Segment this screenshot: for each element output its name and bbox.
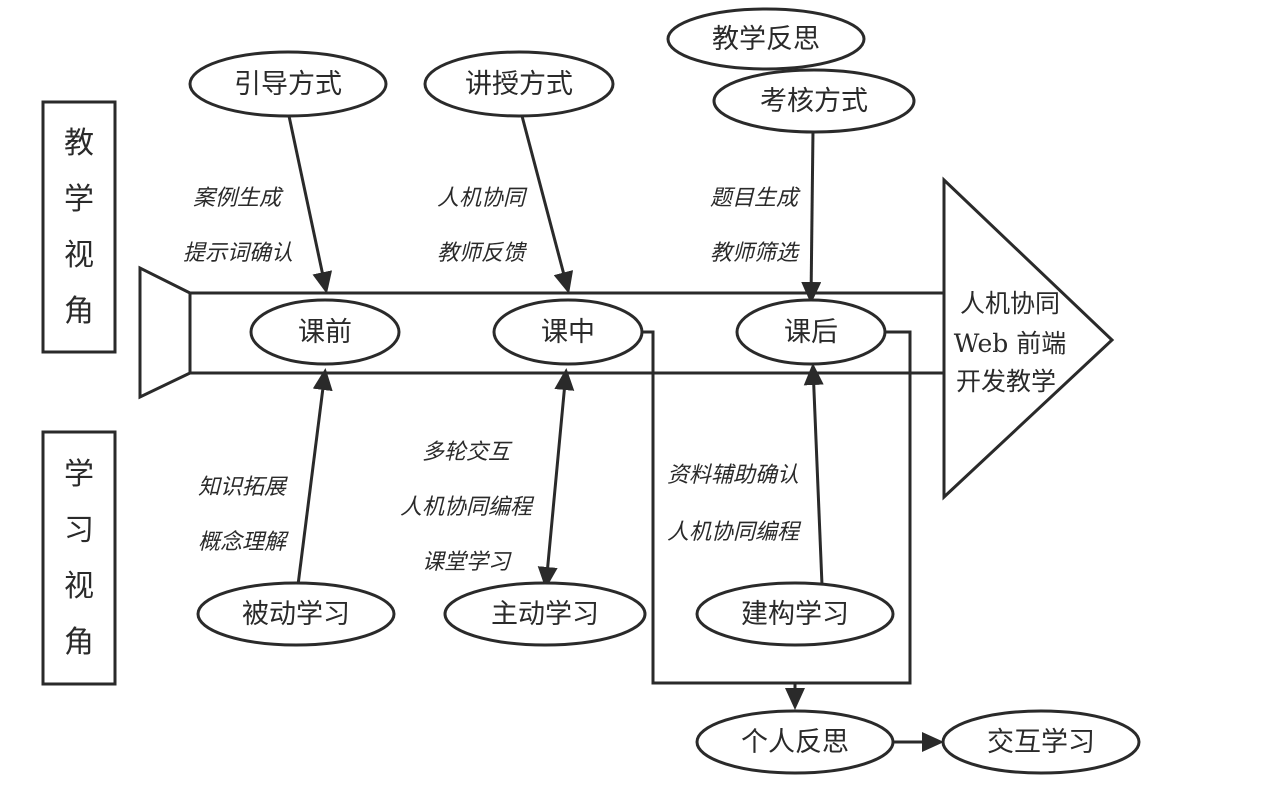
constructive-learning-node: 建构学习 — [695, 581, 895, 647]
svg-text:课后: 课后 — [784, 317, 838, 348]
teaching-reflection-node: 教学反思 — [666, 7, 866, 71]
learning-perspective-box: 学 习 视 角 — [41, 430, 117, 686]
in-class-node: 课中 — [492, 298, 644, 366]
edge-label: 资料辅助确认 — [667, 463, 799, 488]
svg-text:被动学习: 被动学习 — [242, 599, 350, 630]
guide-method-node: 引导方式 — [188, 50, 388, 118]
active-learning-node: 主动学习 — [443, 581, 647, 647]
teaching-perspective-char: 学 — [64, 182, 94, 217]
learning-perspective-char: 学 — [64, 457, 94, 492]
edge-label: 教师反馈 — [437, 241, 527, 266]
interactive-learning-node: 交互学习 — [941, 709, 1141, 775]
svg-text:考核方式: 考核方式 — [760, 86, 868, 117]
svg-text:建构学习: 建构学习 — [741, 599, 849, 630]
target-line-1: 人机协同 — [960, 289, 1060, 318]
post-class-node: 课后 — [735, 298, 887, 366]
teaching-perspective-char: 视 — [64, 238, 94, 273]
pre-class-node: 课前 — [249, 298, 401, 366]
svg-text:主动学习: 主动学习 — [491, 599, 599, 630]
arrow-lecture-to-mid — [520, 115, 574, 294]
arrow-guide-to-pre — [287, 115, 333, 294]
svg-text:课中: 课中 — [541, 317, 595, 348]
edge-label: 人机协同编程 — [667, 520, 802, 545]
target-line-2: Web 前端 — [954, 329, 1066, 358]
passive-learning-node: 被动学习 — [196, 581, 396, 647]
assessment-method-node: 考核方式 — [712, 68, 916, 134]
lecture-method-node: 讲授方式 — [423, 50, 615, 118]
teaching-perspective-char: 角 — [64, 294, 94, 329]
edge-label: 人机协同编程 — [400, 495, 535, 520]
edge-label: 题目生成 — [710, 186, 801, 211]
edge-label: 教师筛选 — [710, 241, 800, 266]
edge-label: 多轮交互 — [422, 440, 513, 465]
reflection-loop-line — [640, 330, 912, 685]
target-line-3: 开发教学 — [956, 367, 1056, 396]
edge-label: 提示词确认 — [183, 241, 293, 266]
svg-text:教学反思: 教学反思 — [712, 24, 820, 55]
edge-label: 概念理解 — [198, 530, 289, 555]
learning-perspective-char: 角 — [64, 625, 94, 660]
edge-label: 课堂学习 — [422, 550, 512, 575]
edge-label: 人机协同 — [437, 186, 528, 211]
arrow-passive-to-pre — [296, 368, 333, 586]
edge-label: 知识拓展 — [198, 475, 288, 500]
svg-text:引导方式: 引导方式 — [234, 69, 342, 100]
fish-tail — [138, 265, 192, 400]
arrow-assessment-to-post — [801, 129, 822, 304]
learning-perspective-char: 习 — [64, 513, 94, 548]
personal-reflection-node: 个人反思 — [695, 709, 895, 775]
svg-text:个人反思: 个人反思 — [741, 727, 849, 758]
svg-text:课前: 课前 — [298, 317, 352, 348]
arrow-active-mid-bidirectional — [537, 368, 575, 589]
arrow-constructive-to-post — [803, 363, 824, 586]
learning-perspective-char: 视 — [64, 569, 94, 604]
svg-text:讲授方式: 讲授方式 — [465, 69, 573, 100]
teaching-perspective-box: 教 学 视 角 — [41, 100, 117, 354]
svg-text:交互学习: 交互学习 — [987, 727, 1095, 758]
teaching-perspective-char: 教 — [64, 126, 94, 161]
edge-label: 案例生成 — [193, 186, 284, 211]
fish-head-triangle — [942, 176, 1115, 501]
